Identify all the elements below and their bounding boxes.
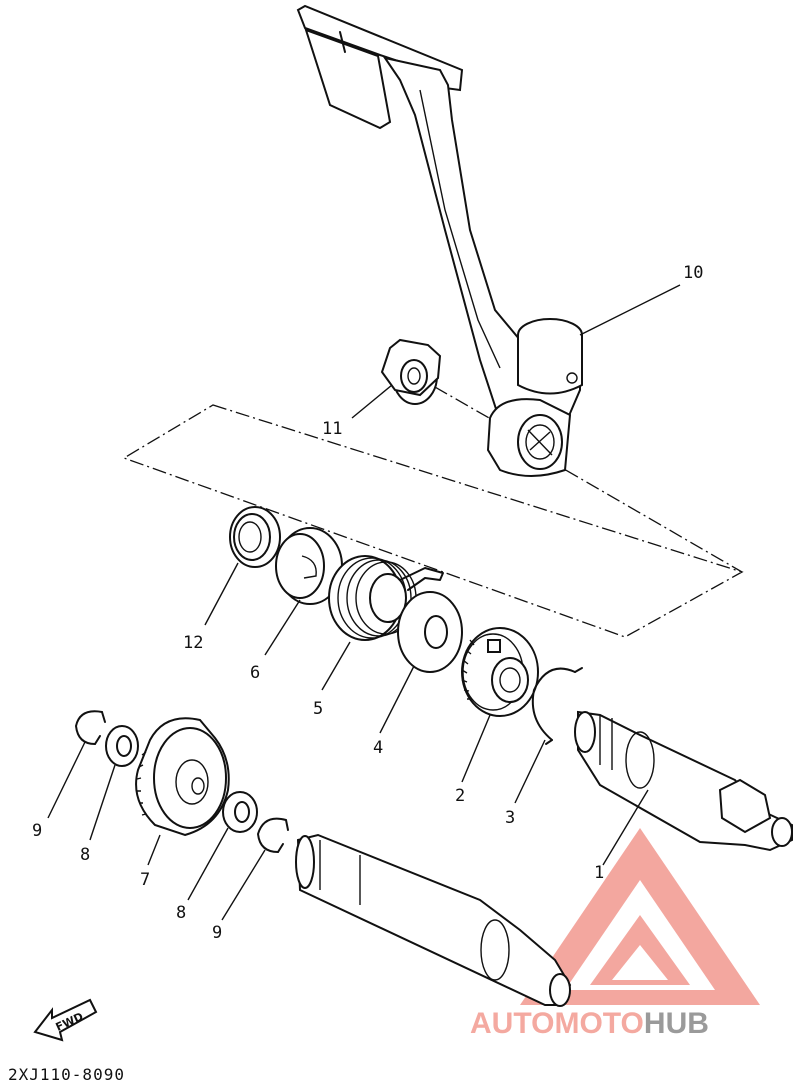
callout-3: 3 [505, 808, 515, 828]
spring-guide-part-6 [275, 527, 343, 605]
circlip-part-9-left [75, 710, 106, 745]
kick-shaft-part-1 [574, 710, 793, 852]
callout-4: 4 [373, 738, 383, 758]
fwd-arrow-icon: FWD [33, 998, 98, 1042]
washer-part-8-left [105, 725, 139, 767]
torsion-spring-part-5 [328, 555, 444, 641]
idle-gear-shaft [295, 833, 572, 1007]
watermark-logo [520, 828, 760, 1005]
callout-2: 2 [455, 786, 465, 806]
callout-1: 1 [594, 863, 604, 883]
oil-seal-part-12 [229, 506, 281, 568]
callout-7: 7 [140, 870, 150, 890]
svg-text:AUTOMOTOHUB: AUTOMOTOHUB [470, 1007, 709, 1040]
circlip-part-9-right [257, 817, 289, 853]
callout-8-left: 8 [80, 845, 90, 865]
callout-numbers: 10 11 12 6 5 4 2 3 1 9 8 7 8 9 [32, 263, 703, 943]
callout-6: 6 [250, 663, 260, 683]
callout-9-right: 9 [212, 923, 222, 943]
kick-lever-part-10 [296, 4, 583, 477]
nut-part-11 [380, 338, 442, 405]
callout-10: 10 [683, 263, 703, 283]
callout-11: 11 [322, 419, 342, 439]
axis-line-lever [544, 457, 743, 573]
washer-part-8-right [222, 791, 258, 833]
assembly-plane-outline [122, 404, 744, 638]
callout-9-left: 9 [32, 821, 42, 841]
idle-gear-part-7 [135, 717, 230, 837]
circlip-part-3 [531, 667, 583, 745]
watermark-part2: HUB [644, 1007, 709, 1040]
washer-part-4 [397, 591, 463, 673]
drawing-code: 2XJ110-8090 [8, 1065, 125, 1084]
leader-lines [47, 284, 681, 921]
callout-5: 5 [313, 699, 323, 719]
callout-8-right: 8 [176, 903, 186, 923]
watermark-text: AUTOMOTOHUB [470, 1007, 709, 1040]
ratchet-part-2 [461, 627, 539, 717]
callout-12: 12 [183, 633, 203, 653]
watermark-part1: AUTOMOTO [470, 1007, 644, 1040]
